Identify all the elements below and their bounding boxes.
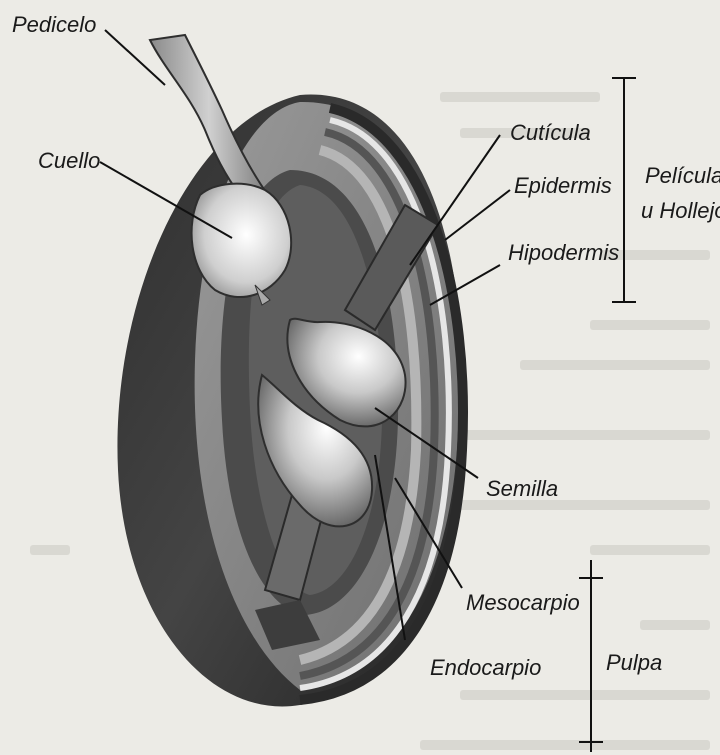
label-pelicula-line1: Película [645, 163, 720, 188]
label-cuello: Cuello [38, 148, 100, 173]
label-semilla: Semilla [486, 476, 558, 501]
label-endocarpio: Endocarpio [430, 655, 541, 680]
bracket-pulpa [579, 560, 603, 752]
label-pelicula-line2: u Hollejo [641, 198, 720, 223]
leader-epidermis [445, 190, 510, 240]
label-cuticula: Cutícula [510, 120, 591, 145]
cuello-blob [192, 184, 292, 297]
label-hipodermis: Hipodermis [508, 240, 619, 265]
label-pulpa: Pulpa [606, 650, 662, 675]
label-epidermis: Epidermis [514, 173, 612, 198]
label-mesocarpio: Mesocarpio [466, 590, 580, 615]
bracket-pelicula [612, 78, 636, 302]
label-pedicelo: Pedicelo [12, 12, 96, 37]
